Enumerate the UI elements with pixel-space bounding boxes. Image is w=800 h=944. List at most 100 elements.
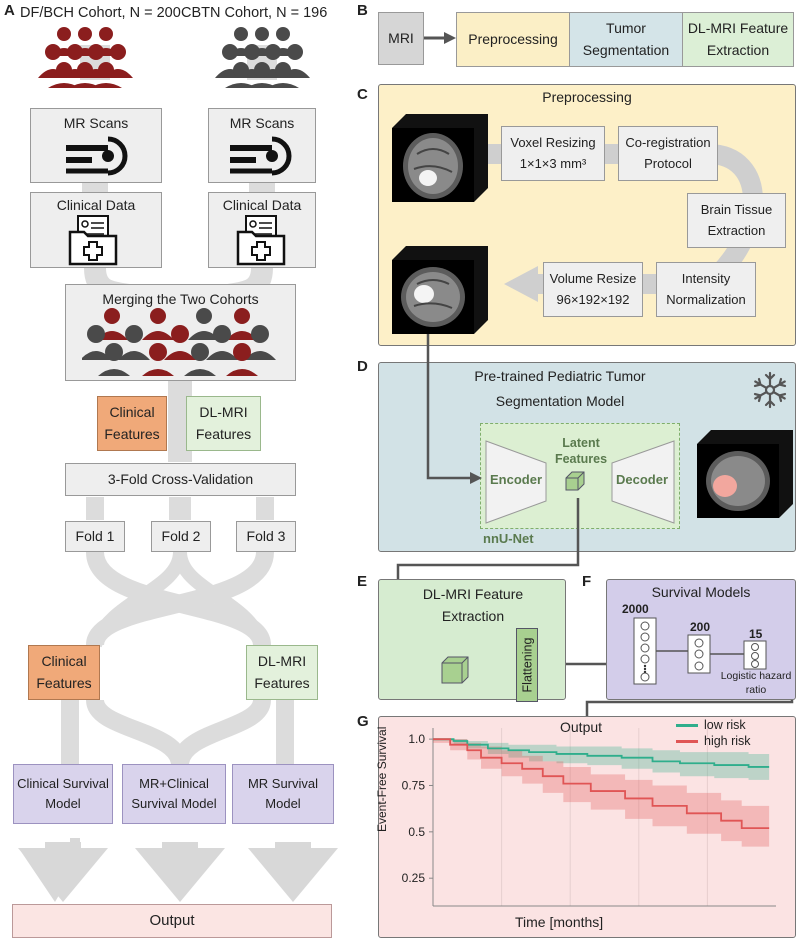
segmentation-title: Pre-trained Pediatric Tumor Segmentation… <box>430 364 690 414</box>
dl-mri-features-line2: Features <box>195 425 252 442</box>
flattening-block: Flattening <box>516 628 538 702</box>
segmentation-title-line1: Pre-trained Pediatric Tumor <box>474 368 646 384</box>
panel-letter-f: F <box>582 573 592 590</box>
confidence-band-high-risk <box>433 739 770 847</box>
legend-item-high-risk: high risk <box>676 733 751 749</box>
panel-letter-a: A <box>4 2 15 19</box>
step-line2: Extraction <box>706 41 770 58</box>
latent-line2: Features <box>554 451 608 466</box>
preprocessing-step-label: Preprocessing <box>468 30 558 47</box>
dl-mri-features-line1: DL-MRI <box>257 652 307 669</box>
step-line2: Segmentation <box>582 41 670 58</box>
model-line1: MR+Clinical <box>139 775 209 791</box>
clinical-features-line1: Clinical <box>41 652 87 669</box>
brain-line1: Brain Tissue <box>700 202 773 218</box>
y-tick-label: 0.75 <box>402 778 426 792</box>
segmented-brain-cube-icon <box>697 430 793 518</box>
fold-3-label: Fold 3 <box>246 527 286 544</box>
latent-cube-icon <box>441 656 469 684</box>
layer-size-2000: 2000 <box>622 602 649 616</box>
extraction-title-line2: Extraction <box>441 607 505 624</box>
fold-1-box: Fold 1 <box>65 521 125 552</box>
clinical-features-box: Clinical Features <box>97 396 167 451</box>
encoder-decoder-shapes <box>485 440 675 524</box>
output-box-a: Output <box>12 904 332 938</box>
survival-curve-chart: 1.0 0.75 0.5 0.25 <box>402 728 776 907</box>
clinical-folder-icon <box>68 215 118 266</box>
extraction-title-line1: DL-MRI Feature <box>422 586 524 602</box>
cohort-left-title: DF/BCH Cohort, N = 200 <box>20 5 181 21</box>
model-line1: Clinical Survival <box>17 775 109 791</box>
volume-line2: 96×192×192 <box>556 291 630 307</box>
brain-mri-resized-cube-icon <box>392 246 488 334</box>
brain-tissue-box: Brain Tissue Extraction <box>687 193 786 248</box>
survival-models-title: Survival Models <box>651 584 751 600</box>
clinical-features-line2: Features <box>104 425 160 442</box>
coreg-line1: Co-registration <box>625 135 711 151</box>
panel-a-flow-paths <box>18 45 338 902</box>
confidence-band-low-risk <box>433 739 770 780</box>
mri-scanner-icon <box>66 136 128 176</box>
clinical-data-label: Clinical Data <box>56 197 136 213</box>
output-chart-panel <box>378 716 796 938</box>
encoder-label: Encoder <box>489 472 542 487</box>
latent-line1: Latent <box>562 436 600 450</box>
decoder-label: Decoder <box>615 472 669 487</box>
legend-swatch-high <box>676 739 698 743</box>
model-line2: Model <box>265 796 301 811</box>
y-tick-label: 0.25 <box>402 871 426 885</box>
fold-2-label: Fold 2 <box>161 527 201 544</box>
snowflake-icon <box>753 371 787 409</box>
hazard-label: Logistic hazard ratio <box>714 669 798 697</box>
flattening-label: Flattening <box>520 637 534 693</box>
brain-line2: Extraction <box>707 222 766 238</box>
legend-item-low-risk: low risk <box>676 717 751 733</box>
intensity-normalization-box: Intensity Normalization <box>656 262 756 317</box>
clinical-features-line2: Features <box>36 674 92 691</box>
survival-line-high-risk <box>433 738 770 830</box>
merging-label: Merging the Two Cohorts <box>102 291 259 307</box>
dl-mri-features-fold-box: DL-MRI Features <box>246 645 318 700</box>
output-label: Output <box>149 912 195 930</box>
mr-clinical-survival-model-box: MR+Clinical Survival Model <box>122 764 226 824</box>
mri-label: MRI <box>388 29 414 46</box>
hazard-line2: ratio <box>745 684 767 697</box>
voxel-line1: Voxel Resizing <box>510 135 596 151</box>
y-tick-label: 0.5 <box>408 825 425 839</box>
model-line2: Survival Model <box>131 796 217 811</box>
people-group-gray-icon <box>215 27 310 88</box>
panel-letter-c: C <box>357 86 368 103</box>
panel-letter-b: B <box>357 2 368 19</box>
layer-size-200: 200 <box>690 620 711 634</box>
feature-extraction-step-box: DL-MRI Feature Extraction <box>682 12 794 67</box>
legend-label-low: low risk <box>704 718 746 732</box>
nnunet-label: nnU-Net <box>483 531 534 546</box>
y-tick-label: 1.0 <box>408 732 425 746</box>
coregistration-box: Co-registration Protocol <box>618 126 718 181</box>
fold-2-box: Fold 2 <box>151 521 211 552</box>
model-line1: MR Survival <box>247 775 319 791</box>
volume-resize-box: Volume Resize 96×192×192 <box>543 262 643 317</box>
mr-scans-label: MR Scans <box>229 115 295 131</box>
clinical-features-line1: Clinical <box>109 403 155 420</box>
mri-scanner-icon <box>230 136 292 176</box>
arrow-right-icon <box>424 32 456 44</box>
hazard-line1: Logistic hazard <box>720 670 792 682</box>
latent-features-label: Latent Features <box>546 436 616 467</box>
merged-people-icon <box>82 308 276 376</box>
chart-legend: low risk high risk <box>676 717 751 750</box>
mr-survival-model-box: MR Survival Model <box>232 764 334 824</box>
clinical-data-label: Clinical Data <box>222 197 302 213</box>
legend-label-high: high risk <box>704 734 751 749</box>
people-group-red-icon <box>38 27 133 88</box>
panel-letter-g: G <box>357 713 369 730</box>
survival-line-low-risk <box>433 738 770 768</box>
step-line1: DL-MRI Feature <box>687 19 789 36</box>
clinical-folder-icon <box>236 215 286 266</box>
voxel-resizing-box: Voxel Resizing 1×1×3 mm³ <box>501 126 605 181</box>
mri-box: MRI <box>378 12 424 65</box>
legend-swatch-low <box>676 723 698 727</box>
feature-extraction-title: DL-MRI Feature Extraction <box>380 584 566 627</box>
cohort-right-title: CBTN Cohort, N = 196 <box>181 5 328 21</box>
dl-mri-features-box: DL-MRI Features <box>186 396 261 451</box>
